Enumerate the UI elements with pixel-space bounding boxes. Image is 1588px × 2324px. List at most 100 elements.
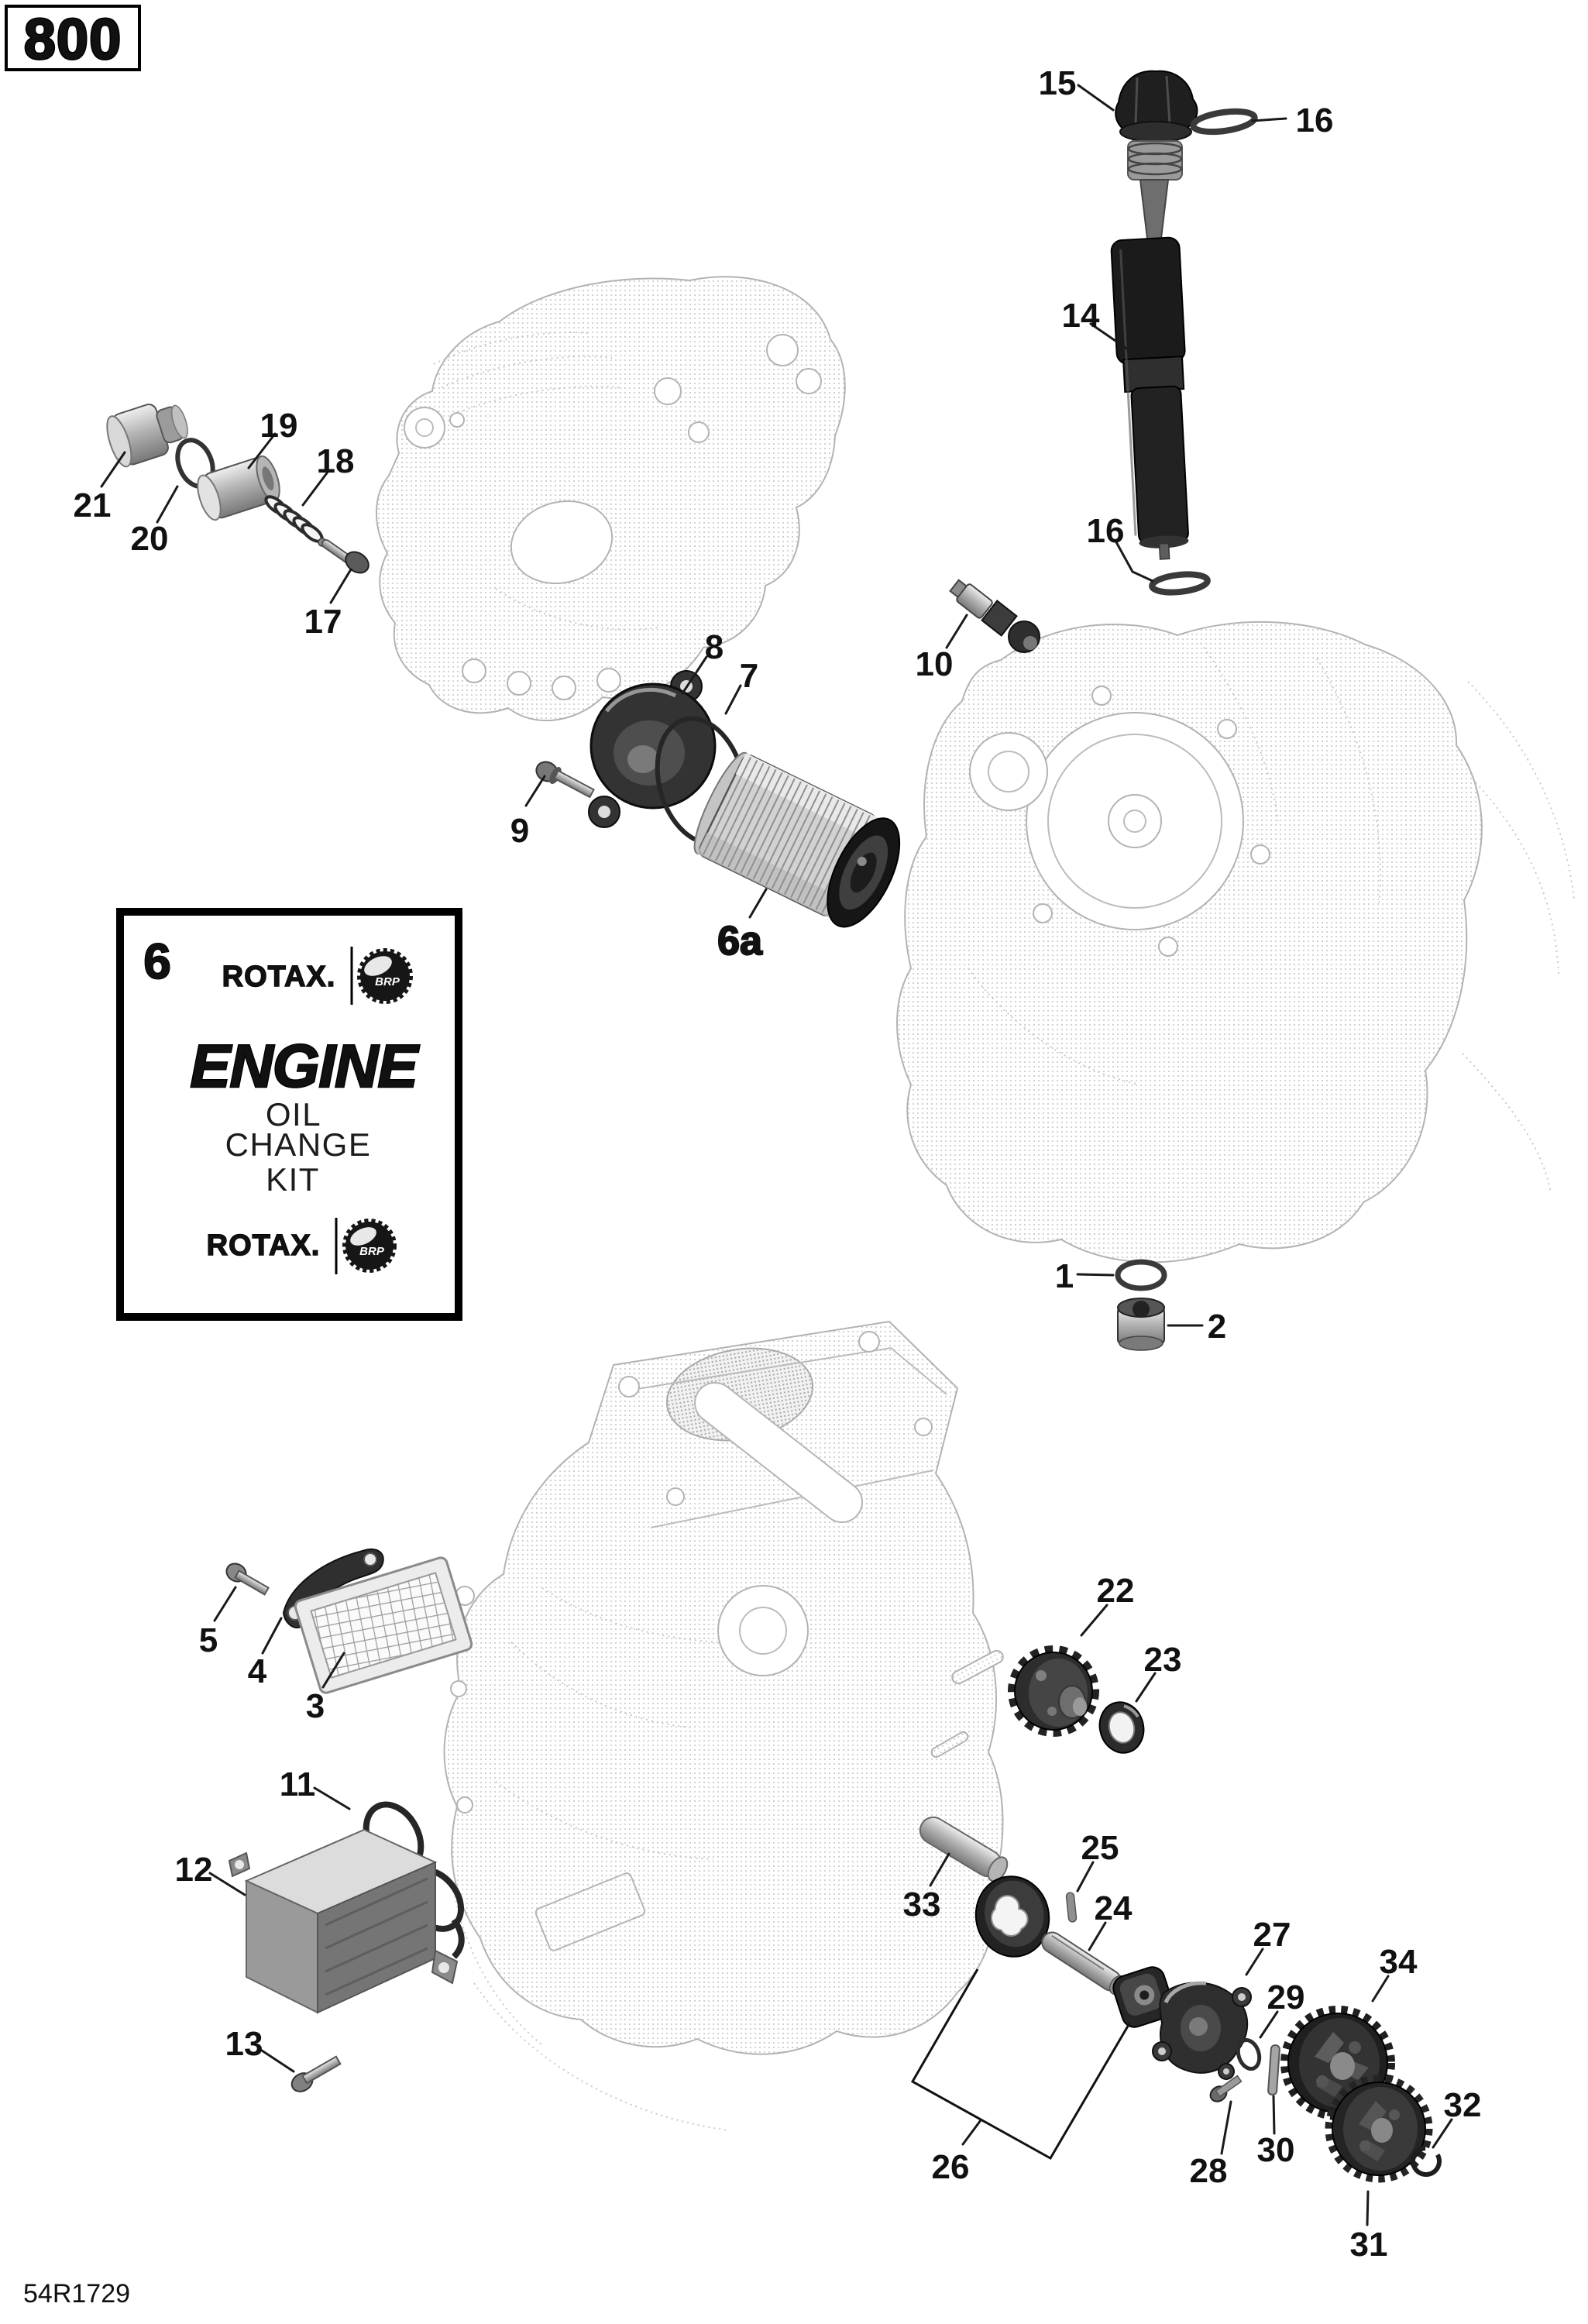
leader-7 [724, 684, 742, 715]
callout-31: 31 [1350, 2226, 1388, 2264]
callout-34: 34 [1380, 1943, 1418, 1981]
callout-27: 27 [1253, 1916, 1291, 1954]
leader-11 [313, 1786, 351, 1810]
crankcase-bottom-ghost [443, 1320, 1004, 2131]
brp-logo-bottom: BRP [342, 1219, 397, 1273]
leader-12 [208, 1872, 246, 1896]
cooler-bolt [290, 2055, 342, 2092]
leader-31 [1366, 2190, 1370, 2226]
callout-24: 24 [1095, 1889, 1133, 1927]
magneto-cover-ghost [375, 276, 846, 722]
callout-25: 25 [1081, 1829, 1119, 1867]
callout-6a: 6a [717, 919, 763, 964]
kit-brand-bottom: ROTAX. [207, 1229, 321, 1262]
pump-drive-gear [1008, 1645, 1099, 1737]
filter-cover-bolt [535, 761, 595, 799]
leader-29 [1259, 2010, 1279, 2039]
leader-6a [748, 888, 768, 919]
callout-11: 11 [280, 1765, 316, 1803]
callout-14: 14 [1062, 297, 1100, 335]
leader-23 [1135, 1672, 1157, 1703]
leader-27 [1245, 1948, 1264, 1976]
leader-21 [100, 451, 126, 488]
callout-9: 9 [510, 812, 529, 850]
drain-plug [1117, 1298, 1165, 1351]
pump-dowel-pin [1267, 2044, 1280, 2096]
leader-16-top [1251, 117, 1287, 122]
oil-change-kit-box: 6 ROTAX. BRP ENGINE OIL CHANGE KIT ROTAX… [116, 908, 462, 1321]
oil-nozzle [949, 579, 1040, 653]
callout-5: 5 [199, 1621, 218, 1659]
leader-8 [681, 655, 708, 695]
callout-18: 18 [317, 442, 355, 480]
leader-15 [1077, 84, 1115, 112]
kit-line-change: CHANGE [225, 1126, 372, 1163]
leader-13 [258, 2047, 295, 2073]
callout-26: 26 [932, 2148, 970, 2186]
callout-30: 30 [1257, 2131, 1295, 2169]
kit-line-kit: KIT [266, 1161, 320, 1198]
strainer-bolt [225, 1563, 270, 1596]
pump-roll-pin [1065, 1892, 1078, 1923]
circlip [1411, 2146, 1442, 2177]
leader-20 [156, 485, 179, 524]
kit-title: ENGINE [190, 1032, 419, 1100]
callout-23: 23 [1144, 1641, 1182, 1679]
leader-34 [1371, 1975, 1390, 2003]
leader-lines [100, 84, 1453, 2226]
leader-4 [261, 1617, 283, 1655]
dipstick-tube [1110, 236, 1189, 560]
callout-2: 2 [1208, 1308, 1226, 1346]
leader-26 [961, 2119, 982, 2146]
pump-cover-bolt [1209, 2075, 1243, 2102]
callout-7: 7 [740, 657, 758, 695]
pump-shaft-pin [919, 1816, 1009, 1882]
callout-28: 28 [1190, 2152, 1228, 2190]
callout-15: 15 [1039, 64, 1077, 102]
callout-16-top: 16 [1296, 101, 1334, 139]
model-badge: 800 [5, 5, 141, 73]
model-badge-text: 800 [24, 7, 122, 71]
kit-line-oil: OIL [266, 1096, 321, 1133]
pump-outer-rotor [974, 1875, 1050, 1958]
callout-13: 13 [225, 2025, 263, 2063]
leader-28 [1220, 2100, 1232, 2155]
callout-4: 4 [248, 1652, 267, 1690]
callout-21: 21 [74, 486, 112, 524]
callout-32: 32 [1444, 2086, 1482, 2124]
relief-valve-plug [106, 404, 188, 468]
callout-20: 20 [131, 520, 169, 558]
callout-17: 17 [304, 603, 342, 641]
relief-valve-piston [197, 455, 280, 521]
callout-1: 1 [1055, 1257, 1074, 1295]
drain-plug-oring [1115, 1259, 1167, 1291]
callout-3: 3 [306, 1687, 325, 1725]
pump-idler-gear [1325, 2075, 1433, 2183]
crankcase-right-ghost [896, 621, 1575, 1263]
callout-22: 22 [1097, 1572, 1135, 1610]
brp-logo-bottom-text: BRP [359, 1245, 385, 1258]
brp-logo-top-text: BRP [375, 975, 400, 988]
dipstick-cap [1115, 70, 1198, 246]
callout-19: 19 [260, 407, 298, 445]
leader-9 [524, 775, 546, 807]
leader-14 [1089, 322, 1132, 352]
leader-32 [1432, 2118, 1453, 2149]
leader-5 [213, 1586, 237, 1622]
leader-24 [1088, 1921, 1107, 1951]
callout-labels: 15 16 14 16 10 19 18 21 20 17 8 7 9 6a 1… [74, 64, 1482, 2264]
callout-16-bottom: 16 [1087, 512, 1125, 550]
callout-8: 8 [705, 628, 724, 666]
callout-33: 33 [903, 1886, 941, 1923]
leader-30 [1272, 2095, 1276, 2135]
leader-10 [945, 614, 968, 649]
leader-33 [929, 1852, 950, 1887]
kit-item-number: 6 [143, 933, 171, 989]
relief-valve-spring [264, 495, 324, 543]
leader-19 [247, 432, 277, 469]
callout-29: 29 [1267, 1978, 1305, 2016]
leader-22 [1080, 1604, 1109, 1637]
brp-logo-top: BRP [357, 948, 413, 1004]
